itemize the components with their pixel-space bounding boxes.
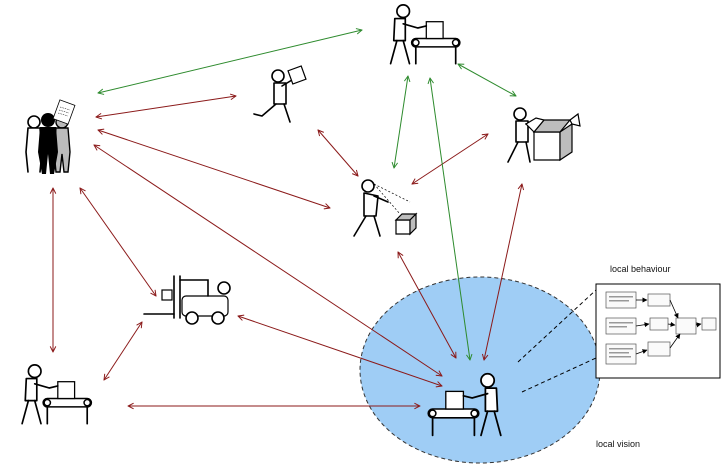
link-mgmt-forklift: [80, 188, 156, 296]
inset-connector-top: [517, 289, 597, 363]
link-mgmt-center: [94, 145, 442, 376]
link-forklift-center: [238, 316, 442, 386]
forklift-icon: [143, 275, 231, 325]
link-top-inspector: [394, 76, 408, 168]
packer-worker-icon: [507, 107, 581, 163]
link-runner-inspector: [318, 130, 358, 176]
local-vision-label: local vision: [596, 439, 640, 449]
link-mgmt-top: [98, 30, 362, 93]
link-packer-center: [484, 184, 522, 360]
management-group-icon: [25, 99, 76, 174]
local-behaviour-label: local behaviour: [610, 264, 671, 274]
runner-with-box-icon: [253, 65, 307, 123]
link-mgmt-runner: [96, 96, 236, 117]
link-mgmt-inspector: [98, 130, 330, 208]
green-links: [98, 30, 516, 360]
link-top-packer: [458, 64, 516, 96]
flowchart-inset-icon: [595, 283, 721, 379]
link-forklift-conveyor-left: [104, 322, 142, 380]
camera-inspector-icon: [353, 179, 418, 237]
conveyor-worker-top-icon: [389, 4, 461, 65]
link-inspector-packer: [412, 134, 488, 184]
link-top-center: [430, 78, 470, 360]
conveyor-worker-left-icon: [21, 364, 93, 425]
